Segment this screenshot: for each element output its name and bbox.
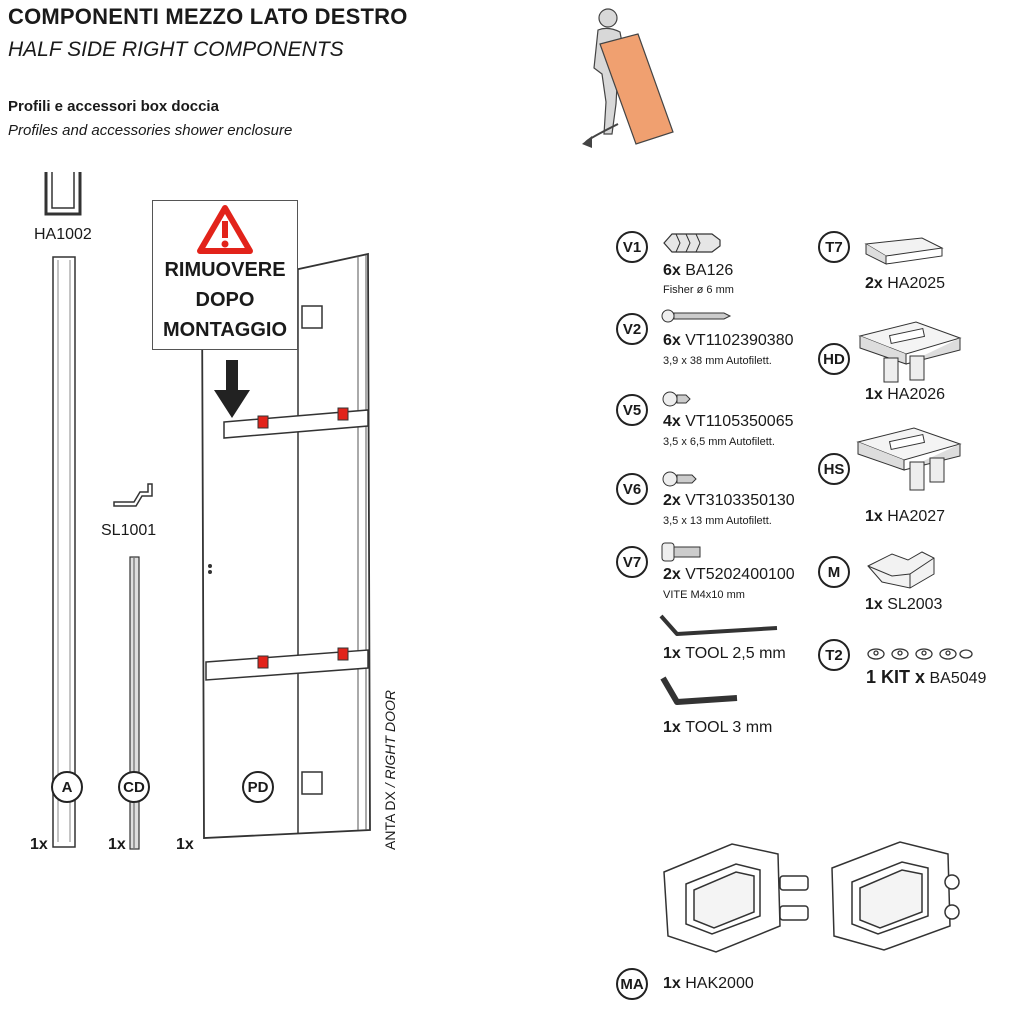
screw-short-icon <box>662 391 691 407</box>
item-v7-note: VITE M4x10 mm <box>663 589 745 601</box>
item-v5-code: VT1105350065 <box>685 413 794 430</box>
item-t7: 2x HA2025 <box>865 275 945 293</box>
item-t2-qty: 1 KIT x <box>866 667 926 687</box>
item-v2-code: VT1102390380 <box>685 332 794 349</box>
badge-hs: HS <box>818 453 850 485</box>
profile-pd-qty: 1x <box>176 836 194 853</box>
badge-t2: T2 <box>818 639 850 671</box>
item-v1-note: Fisher ø 6 mm <box>663 284 734 296</box>
item-v7: 2x VT5202400100 <box>663 566 795 584</box>
cap-t7-icon <box>864 237 944 265</box>
item-v5: 4x VT1105350065 <box>663 413 794 431</box>
allen-key-3-icon <box>660 676 738 705</box>
item-v6-note: 3,5 x 13 mm Autofilett. <box>663 515 772 527</box>
wall-plug-icon <box>663 233 721 253</box>
item-v2-note: 3,9 x 38 mm Autofilett. <box>663 355 772 367</box>
support-hd-icon <box>858 321 962 383</box>
item-ma-code: HAK2000 <box>685 975 754 992</box>
item-hd-code: HA2026 <box>887 386 946 403</box>
warning-box: RIMUOVERE DOPO MONTAGGIO <box>152 200 298 350</box>
kit-t2-icon <box>867 648 973 660</box>
item-hd: 1x HA2026 <box>865 386 945 404</box>
profile-a-bar <box>52 256 76 848</box>
item-v7-code: VT5202400100 <box>685 566 795 583</box>
profile-a-section-icon <box>44 172 82 216</box>
item-v6-code: VT3103350130 <box>685 492 795 509</box>
item-t2: 1 KIT x BA5049 <box>866 667 986 688</box>
door-label-en: / RIGHT DOOR <box>382 690 398 788</box>
item-v2: 6x VT1102390380 <box>663 332 794 350</box>
tool-25: 1x TOOL 2,5 mm <box>663 645 786 663</box>
right-door-drawing <box>201 252 371 839</box>
item-t7-code: HA2025 <box>887 275 946 292</box>
item-hs: 1x HA2027 <box>865 508 945 526</box>
warning-line-2: DOPO <box>195 289 255 311</box>
badge-v2: V2 <box>616 313 648 345</box>
tool-3: 1x TOOL 3 mm <box>663 719 772 737</box>
tool-25-label: TOOL 2,5 mm <box>685 645 786 662</box>
tool-25-qty: 1x <box>663 645 681 662</box>
badge-hd: HD <box>818 343 850 375</box>
door-label-it: ANTA DX <box>382 791 398 850</box>
door-label: ANTA DX / RIGHT DOOR <box>382 690 398 850</box>
badge-v6: V6 <box>616 473 648 505</box>
tool-3-label: TOOL 3 mm <box>685 719 773 736</box>
subtitle-it: Profili e accessori box doccia <box>8 98 219 115</box>
badge-t7: T7 <box>818 231 850 263</box>
item-m: 1x SL2003 <box>865 596 942 614</box>
item-t2-code: BA5049 <box>929 670 987 687</box>
hinge-assembly-icon <box>663 841 960 953</box>
item-v1-code: BA126 <box>685 262 734 279</box>
screw-medium-icon <box>662 471 697 487</box>
item-v2-qty: 6x <box>663 332 681 349</box>
title-en: HALF SIDE RIGHT COMPONENTS <box>8 38 344 61</box>
item-v6: 2x VT3103350130 <box>663 492 795 510</box>
warning-triangle-icon <box>197 205 253 254</box>
item-ma-qty: 1x <box>663 975 681 992</box>
item-v7-qty: 2x <box>663 566 681 583</box>
profile-cd-qty: 1x <box>108 836 126 853</box>
tool-3-qty: 1x <box>663 719 681 736</box>
item-m-qty: 1x <box>865 596 883 613</box>
item-m-code: SL2003 <box>887 596 943 613</box>
item-ma: 1x HAK2000 <box>663 975 754 993</box>
item-v5-qty: 4x <box>663 413 681 430</box>
badge-v7: V7 <box>616 546 648 578</box>
item-v5-note: 3,5 x 6,5 mm Autofilett. <box>663 436 775 448</box>
support-hs-icon <box>856 427 962 491</box>
item-hs-code: HA2027 <box>887 508 946 525</box>
item-v1: 6x BA126 <box>663 262 733 280</box>
allen-key-25-icon <box>659 614 778 636</box>
title-it: COMPONENTI MEZZO LATO DESTRO <box>8 4 408 29</box>
item-hd-qty: 1x <box>865 386 883 403</box>
badge-cd: CD <box>118 771 150 803</box>
carry-panel-icon <box>582 8 674 148</box>
screw-long-icon <box>661 309 732 323</box>
warning-line-3: MONTAGGIO <box>162 319 288 341</box>
item-v1-qty: 6x <box>663 262 681 279</box>
corner-m-icon <box>867 551 935 589</box>
item-v6-qty: 2x <box>663 492 681 509</box>
profile-cd-section-icon <box>113 483 153 507</box>
profile-a-qty: 1x <box>30 836 48 853</box>
badge-v5: V5 <box>616 394 648 426</box>
badge-a: A <box>51 771 83 803</box>
warning-arrow-icon <box>214 360 250 418</box>
badge-v1: V1 <box>616 231 648 263</box>
item-hs-qty: 1x <box>865 508 883 525</box>
profile-a-code: HA1002 <box>34 226 92 243</box>
badge-pd: PD <box>242 771 274 803</box>
item-t7-qty: 2x <box>865 275 883 292</box>
warning-line-1: RIMUOVERE <box>164 259 286 281</box>
profile-cd-bar <box>129 556 140 850</box>
profile-cd-code: SL1001 <box>101 522 157 539</box>
badge-ma: MA <box>616 968 648 1000</box>
subtitle-en: Profiles and accessories shower enclosur… <box>8 122 293 139</box>
bolt-m4-icon <box>661 542 701 562</box>
badge-m: M <box>818 556 850 588</box>
